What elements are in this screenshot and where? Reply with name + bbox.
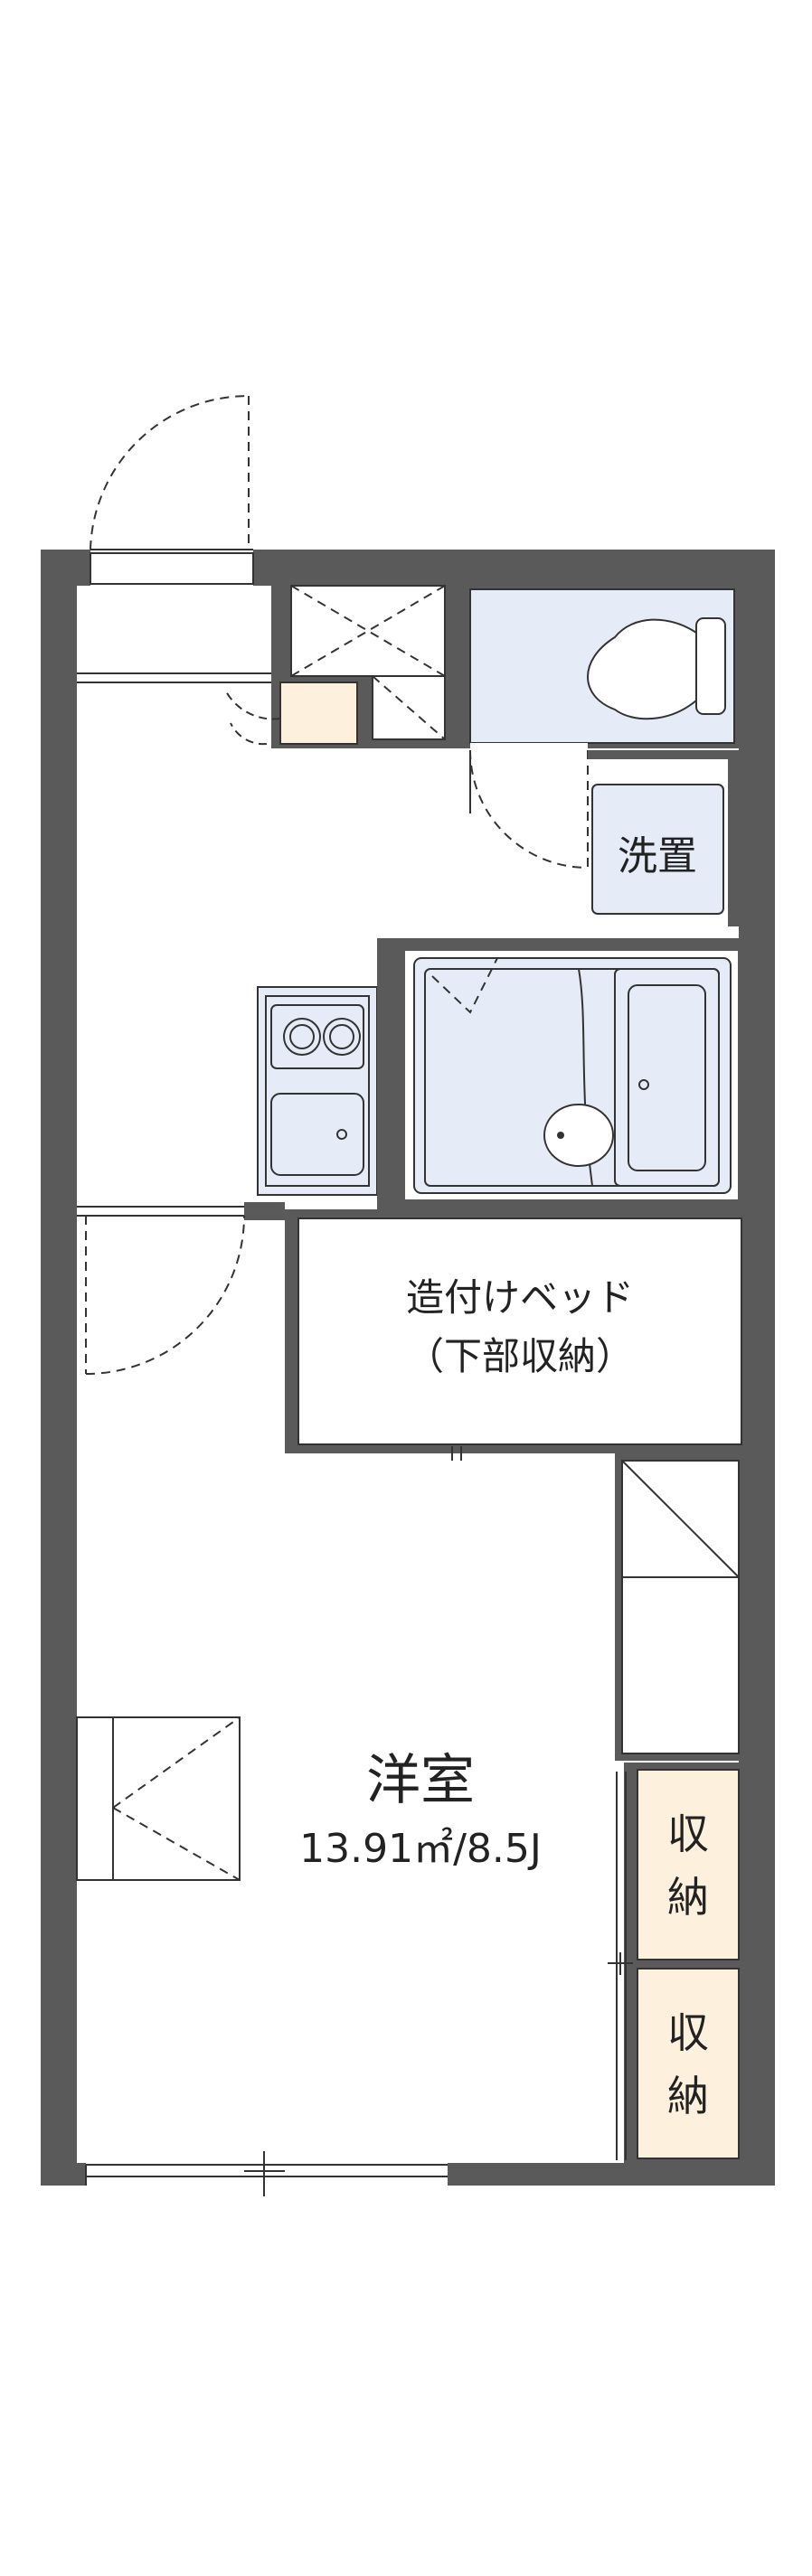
room-area: 13.91㎡/8.5J	[299, 1826, 542, 1872]
door-swing-icon	[431, 957, 498, 1014]
door-swing-icon	[90, 395, 250, 550]
closet-upper-label-1: 収	[667, 1810, 709, 1858]
bathtub-icon	[614, 968, 720, 1187]
bottom-window	[85, 2151, 448, 2196]
kitchen	[257, 938, 389, 1209]
closet-lower: 収 納	[637, 1968, 740, 2159]
toilet-door	[469, 743, 589, 872]
built-in-bed-label: 造付けベッド	[406, 1275, 634, 1320]
entry-step	[77, 672, 280, 683]
western-room: 洋室 13.91㎡/8.5J	[299, 1749, 542, 1872]
kitchen-sink-icon	[270, 1093, 364, 1176]
closet-sliding-doors	[608, 1772, 633, 2160]
washbasin-icon	[543, 1104, 614, 1167]
washer-space-label: 洗置	[618, 833, 697, 879]
washer-space: 洗置	[588, 750, 741, 926]
toilet-room	[463, 586, 739, 748]
shoe-box-icon	[225, 682, 358, 746]
closet-lower-label-1: 収	[667, 2008, 709, 2057]
built-in-bed: 造付けベッド （下部収納）	[285, 1209, 746, 1461]
stove-icon	[270, 1004, 364, 1069]
closet-folding	[615, 1453, 746, 1761]
closet-lower-label-2: 納	[667, 2072, 709, 2120]
closet-upper-label-2: 納	[667, 1873, 709, 1922]
bathroom	[389, 938, 749, 1209]
left-window	[76, 1716, 241, 1881]
entrance-door	[90, 395, 254, 585]
kitchen-partition	[77, 1198, 285, 1375]
built-in-bed-sublabel: （下部収納）	[406, 1334, 634, 1378]
toilet-icon	[587, 617, 726, 720]
door-swing-icon	[469, 749, 589, 869]
door-swing-icon	[85, 1215, 245, 1375]
room-name: 洋室	[366, 1749, 475, 1812]
